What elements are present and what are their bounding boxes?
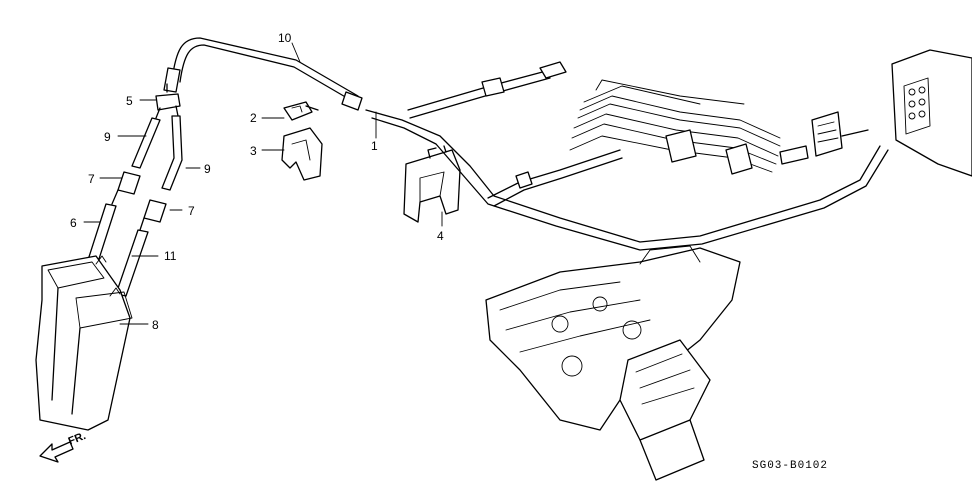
hose-9-left bbox=[131, 117, 161, 169]
callout-2: 2 bbox=[250, 111, 257, 125]
pipe-assembly-1 bbox=[365, 61, 889, 251]
leader-lines bbox=[83, 42, 443, 325]
callout-11: 11 bbox=[164, 249, 177, 263]
diagram-code: SG03-B0102 bbox=[752, 460, 828, 472]
joint-7-right bbox=[139, 199, 167, 231]
callout-8: 8 bbox=[152, 318, 159, 332]
firewall-panel bbox=[891, 49, 972, 177]
hose-6 bbox=[87, 203, 117, 263]
canister-8 bbox=[35, 255, 133, 431]
callout-9-left: 9 bbox=[104, 130, 111, 144]
tee-joint-5 bbox=[155, 83, 181, 119]
callout-3: 3 bbox=[250, 144, 257, 158]
callout-5: 5 bbox=[126, 94, 133, 108]
tube-bundle bbox=[569, 79, 781, 175]
front-direction-label: FR. bbox=[67, 430, 88, 448]
bracket-4 bbox=[403, 145, 461, 223]
callout-4: 4 bbox=[437, 229, 444, 243]
callout-10: 10 bbox=[278, 31, 292, 45]
callout-7-right: 7 bbox=[188, 204, 195, 218]
hose-11 bbox=[115, 229, 149, 297]
callout-9-right: 9 bbox=[204, 162, 211, 176]
holder-3 bbox=[281, 127, 323, 181]
hose-9-right bbox=[161, 115, 183, 191]
engine-intake bbox=[485, 245, 741, 481]
callout-6: 6 bbox=[70, 216, 77, 230]
joint-7-left bbox=[111, 171, 141, 205]
hose-10 bbox=[163, 37, 363, 111]
callout-1: 1 bbox=[371, 139, 378, 153]
connector-block bbox=[779, 111, 869, 165]
clip-2 bbox=[283, 101, 319, 121]
callout-7-left: 7 bbox=[88, 172, 95, 186]
front-direction-arrow-icon bbox=[39, 441, 74, 463]
